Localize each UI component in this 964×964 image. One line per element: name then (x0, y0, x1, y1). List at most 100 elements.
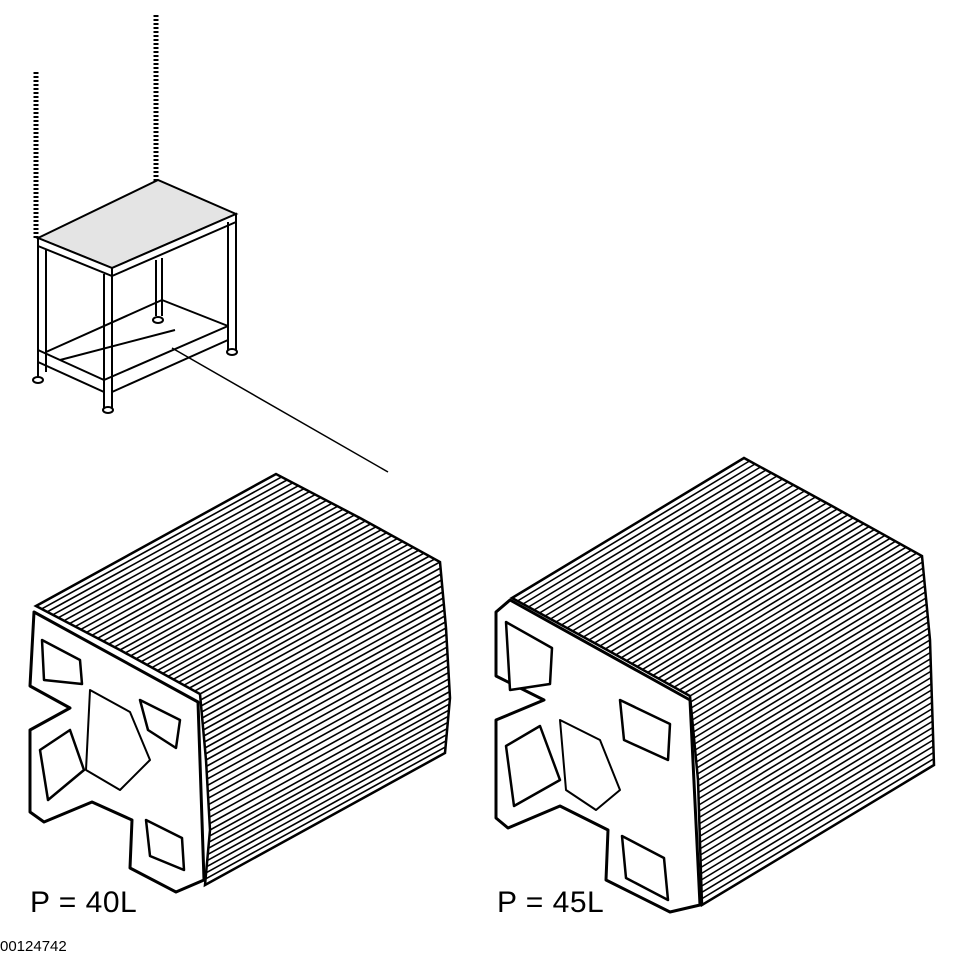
cover-ridge (41, 476, 282, 610)
cover-ridge (577, 493, 811, 635)
cover-ridge (610, 511, 844, 653)
cover-ridge (140, 529, 382, 663)
cover-ridge (636, 525, 870, 668)
cover-ridge (209, 690, 451, 825)
cover-ridge (698, 676, 932, 819)
cover-ridge (647, 531, 881, 674)
cover-ridge (668, 543, 902, 685)
cover-ridge (695, 615, 929, 757)
cover-ridge (696, 627, 930, 769)
cover-ridge (206, 640, 448, 774)
cover-ridge (517, 460, 750, 602)
cover-ridge (124, 520, 366, 654)
cover-ridge (694, 603, 927, 745)
cover-ridge (626, 520, 859, 662)
cover-ridge (561, 484, 794, 626)
cover-ridge (697, 651, 931, 794)
cover-ridge (694, 609, 928, 751)
cover-ridge (162, 540, 404, 675)
cover-ridge (146, 531, 388, 666)
cover-ridge (203, 603, 445, 737)
cover-ridge (200, 567, 441, 701)
cover-ridge (698, 683, 932, 825)
cover-ridge (167, 543, 409, 678)
cover-ridge (208, 684, 450, 818)
cover-ridge (678, 549, 912, 691)
cover-ridge (699, 695, 933, 837)
cover-ridge (511, 457, 745, 599)
cover-ridge (200, 573, 442, 707)
cover-ridge (35, 473, 277, 607)
cover-ridge (641, 528, 875, 671)
cover-ridge (539, 472, 772, 614)
cover-ridge (700, 733, 934, 875)
cover-ridge (207, 665, 449, 799)
cover-ridge (207, 652, 448, 787)
cover-ridge (615, 514, 849, 656)
cover-ridge (690, 561, 923, 703)
cover-ridge (52, 482, 294, 616)
cover-ridge (691, 573, 925, 715)
cover-ridge (684, 552, 918, 694)
cover-ridge (673, 546, 907, 688)
cover-ridge (201, 585, 443, 719)
cover-ridge (699, 689, 933, 831)
cover-ridge (202, 591, 444, 725)
cover-ridge (207, 659, 449, 793)
cover-ridge (207, 715, 449, 850)
cover-ridge (206, 646, 448, 780)
cover-ridge (46, 479, 288, 613)
cover-ridge (695, 621, 929, 763)
cover-ridge (690, 567, 924, 709)
cover-ridge (209, 703, 450, 837)
cover-ridge (572, 490, 805, 632)
cover-ridge (698, 664, 932, 806)
cover-ridge (178, 549, 420, 683)
cover-ridge (700, 739, 934, 881)
cover-ridge (114, 514, 355, 648)
cover-ridge (74, 493, 316, 628)
leader-line (171, 347, 389, 473)
cover-ridge (701, 751, 935, 894)
cover-ridge (183, 552, 425, 686)
workbench-table (32, 15, 239, 414)
cover-ridge (205, 621, 446, 755)
cover-ridge (699, 701, 933, 844)
profile-40-label: P = 40L (30, 886, 138, 919)
cover-ridge (692, 585, 926, 727)
cover-ridge (583, 496, 816, 638)
cover-ridge (206, 733, 448, 868)
cover-ridge (206, 727, 448, 862)
cover-ridge (119, 517, 361, 651)
cover-ridge (693, 591, 926, 733)
cover-ridge (620, 517, 854, 659)
cover-ridge (663, 540, 896, 682)
cover-ridge (208, 671, 449, 806)
profile-45-label: P = 45L (497, 886, 605, 919)
cover-ridge (700, 745, 934, 887)
cover-ridge (698, 670, 932, 812)
cover-ridge (528, 466, 761, 608)
cover-ridge (204, 615, 446, 749)
cover-ridge (188, 555, 430, 689)
cover-ridge (701, 758, 935, 900)
cover-ridge (588, 499, 822, 641)
profile-45-section (494, 598, 702, 914)
profile-40-section (28, 610, 206, 894)
cover-ridge (207, 721, 449, 856)
cover-ridge (130, 523, 372, 657)
profile-40-cover (33, 472, 452, 888)
cover-ridge (544, 475, 778, 617)
cover-ridge (205, 633, 447, 768)
cover-ridge (58, 485, 299, 619)
cover-ridge (205, 740, 447, 874)
cover-ridge (208, 709, 450, 843)
cover-ridge (657, 537, 891, 680)
cover-ridge (699, 708, 933, 850)
cover-ridge (566, 487, 800, 629)
cover-ridge (604, 508, 838, 650)
cover-ridge (205, 627, 447, 761)
cover-ridge (151, 534, 393, 669)
cover-ridge (80, 496, 322, 631)
